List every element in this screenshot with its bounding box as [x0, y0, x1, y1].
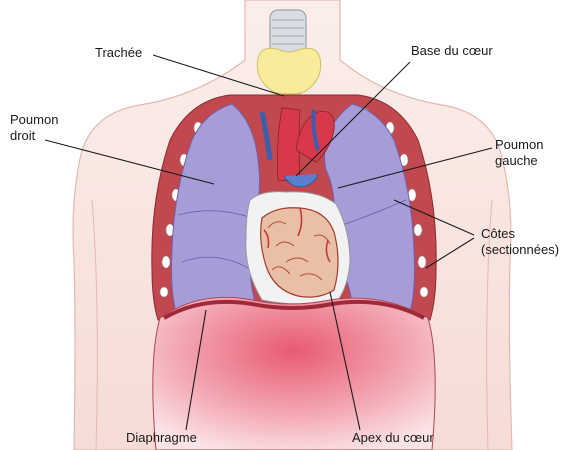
label-apex-du-coeur: Apex du cœur: [352, 430, 434, 446]
label-diaphragme: Diaphragme: [126, 430, 197, 446]
label-trachee: Trachée: [95, 45, 142, 61]
label-poumon-droit: Poumon droit: [10, 112, 58, 144]
thyroid-shape: [257, 48, 320, 94]
label-poumon-gauche: Poumon gauche: [495, 137, 543, 169]
label-cotes: Côtes (sectionnées): [481, 226, 559, 258]
label-base-du-coeur: Base du cœur: [411, 43, 493, 59]
